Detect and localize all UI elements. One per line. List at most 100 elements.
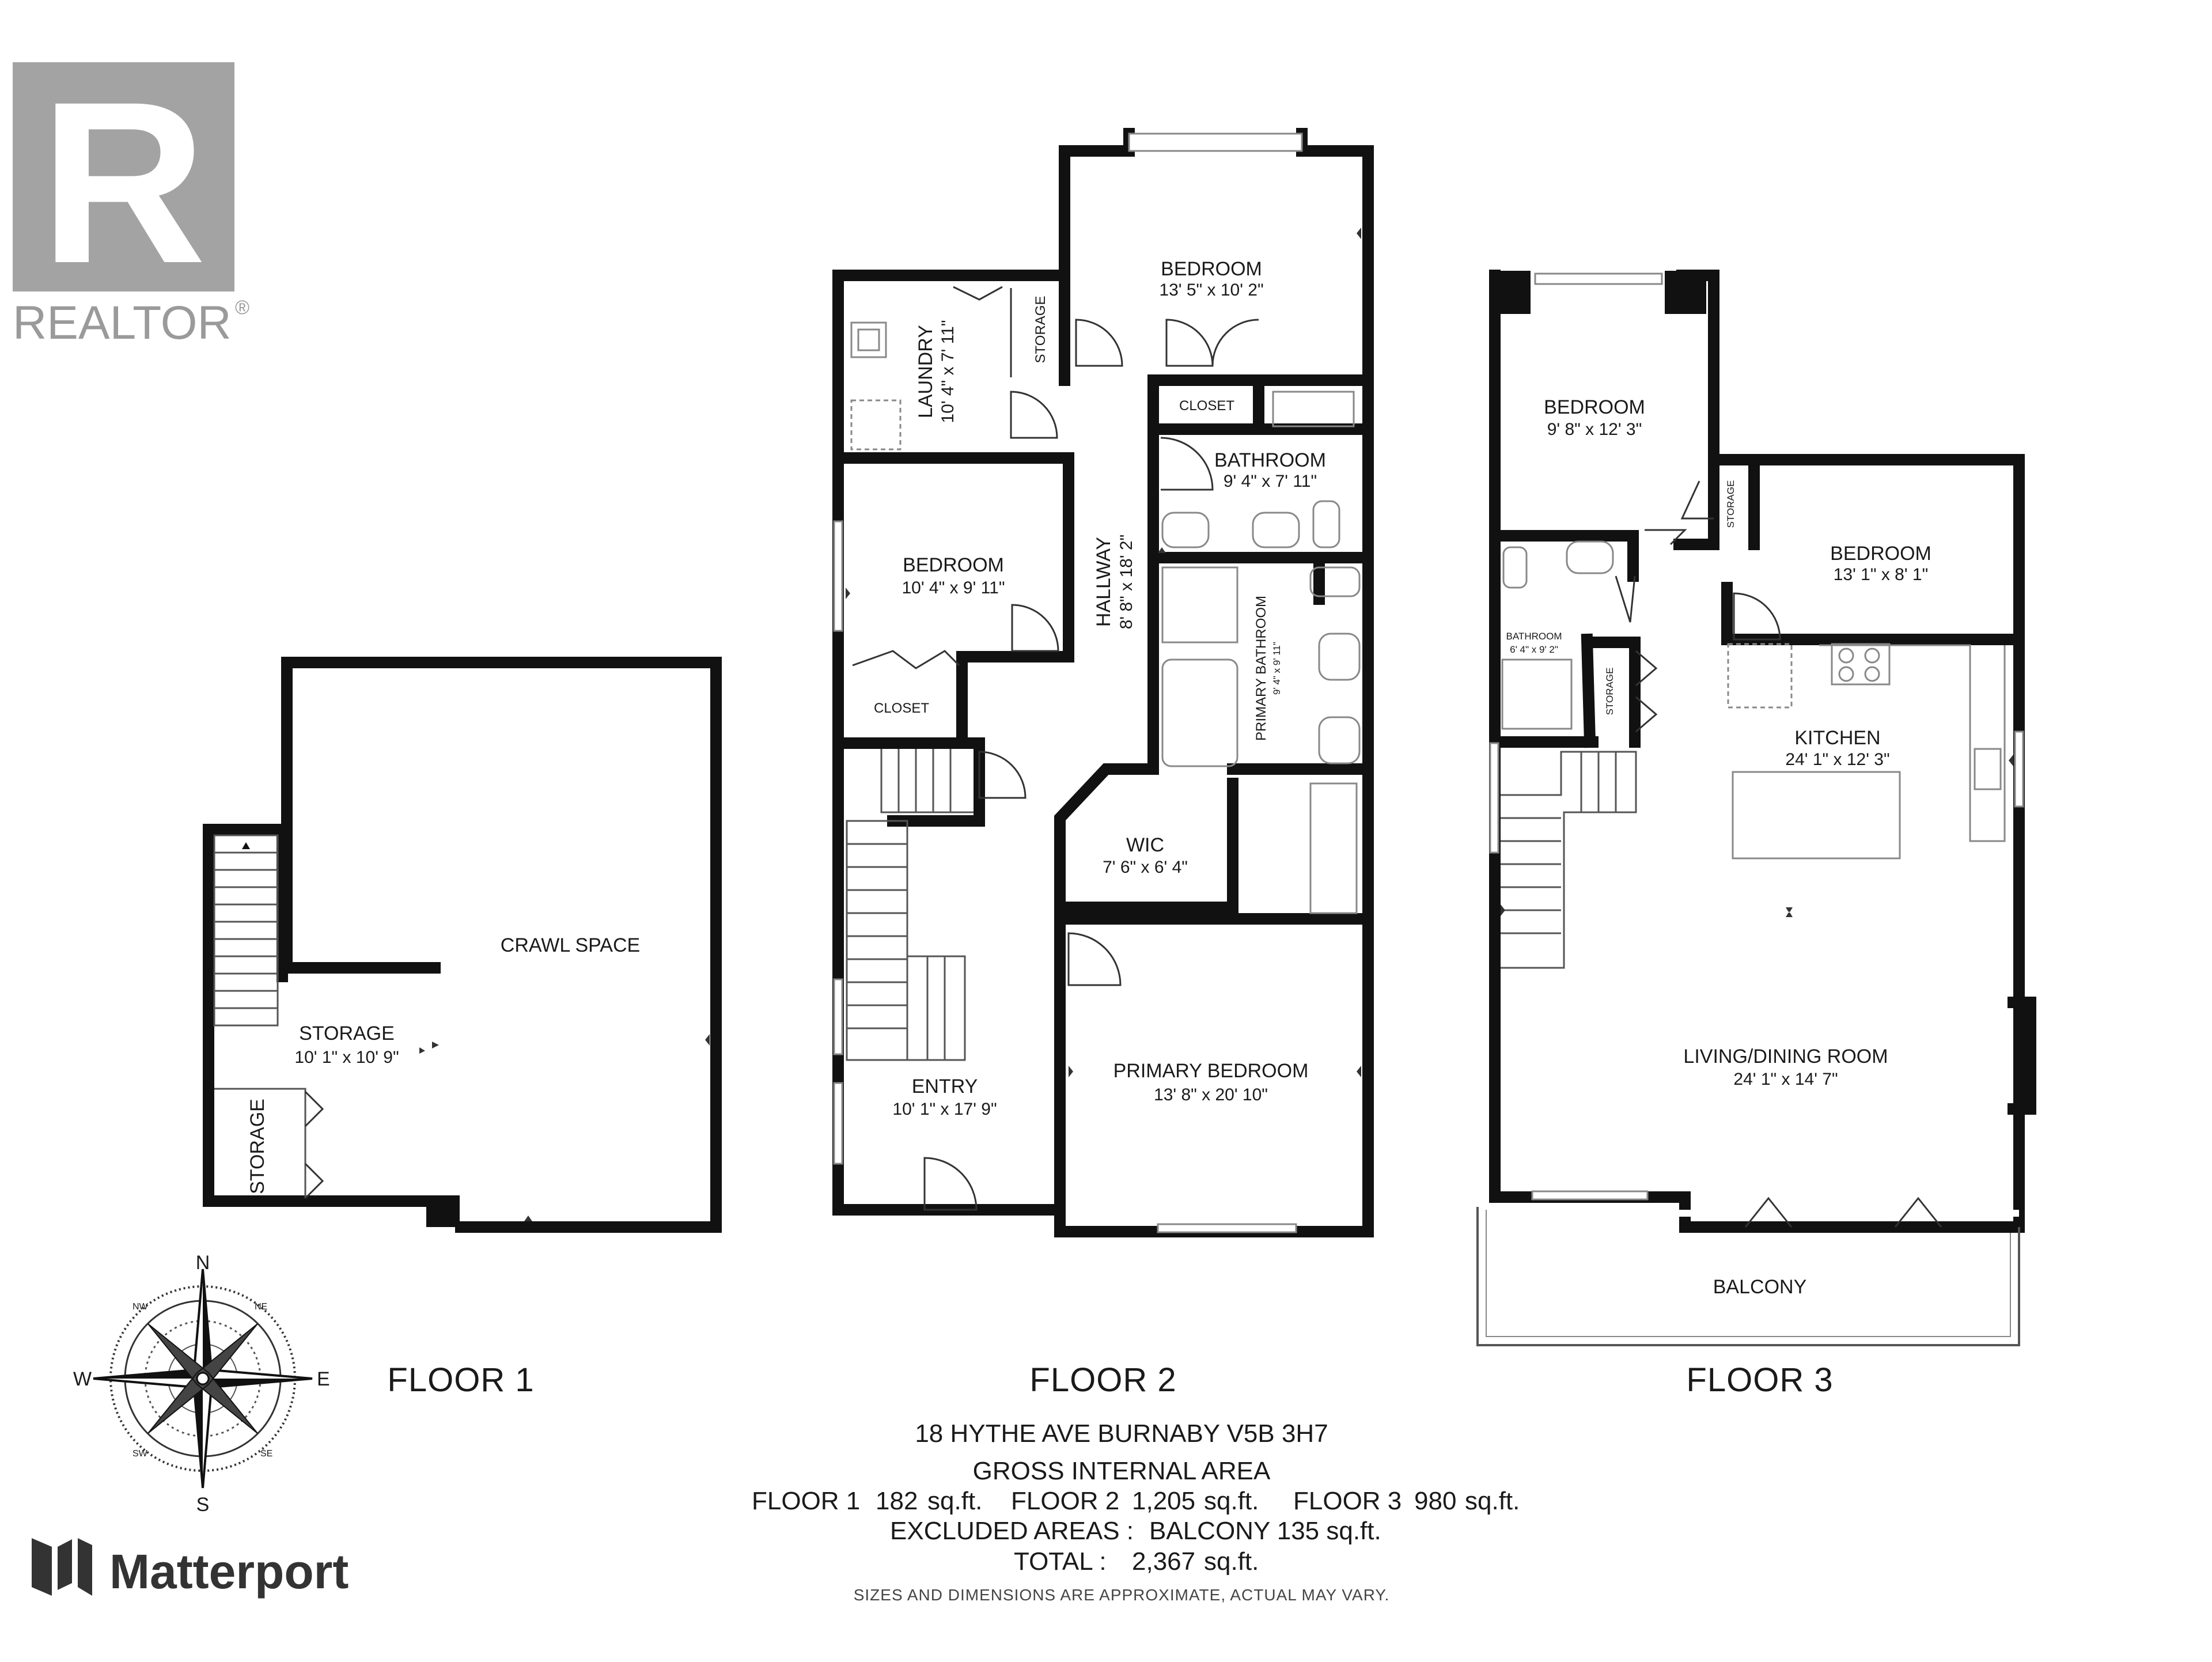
floor2-laundry-dim: 10' 4" x 7' 11" <box>938 320 957 423</box>
floor2-primary-bathroom-dim: 9' 4" x 9' 11" <box>1271 642 1282 695</box>
floor2-hallway-label: HALLWAY <box>1093 537 1115 627</box>
floor2-plan: BEDROOM 13' 5" x 10' 2" LAUNDRY 10' 4" x… <box>832 128 1374 1237</box>
floor3-markers <box>1501 755 2013 917</box>
floor3-living-label: LIVING/DINING ROOM <box>1683 1046 1888 1067</box>
floor2-laundry-label: LAUNDRY <box>915 325 937 418</box>
realtor-wordmark: REALTOR <box>13 297 232 349</box>
floor2-top-wall <box>1059 128 1135 157</box>
floor1-level-marker <box>419 1042 439 1054</box>
floor3-storage-mid-wall <box>1584 637 1641 748</box>
floor2-bathroom-dim: 9' 4" x 7' 11" <box>1224 472 1317 491</box>
floor1-window-markers <box>524 1034 710 1221</box>
floor3-bottom-window <box>1531 1190 1649 1201</box>
floor2-bedroom-top-dim: 13' 5" x 10' 2" <box>1159 281 1263 300</box>
floor3-balcony <box>1476 1207 2020 1346</box>
summary-heading: GROSS INTERNAL AREA <box>973 1457 1271 1485</box>
floor1-corner-post <box>426 1195 460 1227</box>
floor3-bathroom-wall <box>1495 530 1639 748</box>
floor3-left-window <box>1489 742 1499 854</box>
floor3-storage-wall <box>1673 454 1760 550</box>
compass-e: E <box>317 1368 330 1390</box>
floor3-bedroom-left-label: BEDROOM <box>1544 396 1645 418</box>
realtor-logo-block <box>13 62 234 291</box>
floor1-storage-small-label: STORAGE <box>247 1099 268 1194</box>
floor1-stairs <box>213 834 279 1027</box>
floor3-bathroom-label: BATHROOM <box>1506 631 1562 642</box>
realtor-logo-letter: R <box>40 54 207 311</box>
floor3-storage-mid-label: STORAGE <box>1604 668 1615 715</box>
compass-w: W <box>73 1368 92 1390</box>
floor3-bedroom-right-label: BEDROOM <box>1830 543 1931 565</box>
compass-nw: NW <box>132 1302 149 1312</box>
floor3-right-window <box>2014 730 2024 808</box>
floor2-stair-box-wall <box>841 737 985 827</box>
floor3-top-window <box>1534 272 1663 285</box>
floor3-balcony-label: BALCONY <box>1713 1276 1807 1298</box>
floor3-storage-top-label: STORAGE <box>1725 480 1736 528</box>
floor3-plan: BEDROOM 9' 8" x 12' 3" STORAGE BEDROOM 1… <box>1476 270 2036 1346</box>
floor1-plan: CRAWL SPACE STORAGE 10' 1" x 10' 9" STOR… <box>203 657 722 1233</box>
floor2-wic-label: WIC <box>1126 834 1164 856</box>
floor2-wic-wall <box>1054 763 1238 1237</box>
summary-total-line: TOTAL : 2,367 sq.ft. <box>1014 1547 1259 1576</box>
compass-ne: NE <box>255 1302 267 1312</box>
compass-n: N <box>196 1252 210 1274</box>
floor3-title: FLOOR 3 <box>1686 1361 1833 1399</box>
compass-rose-icon: N S E W NE NW SE SW <box>73 1252 330 1516</box>
floor2-entry-dim: 10' 1" x 17' 9" <box>892 1100 997 1119</box>
floor1-storage-doors <box>304 1091 324 1199</box>
floor2-primary-bathroom-label: PRIMARY BATHROOM <box>1253 596 1269 741</box>
floor2-bathroom-wall <box>1147 552 1374 605</box>
compass-sw: SW <box>132 1449 148 1459</box>
floor2-bedroom-top-label: BEDROOM <box>1161 258 1262 280</box>
floor3-doors <box>1615 480 1942 1228</box>
floor2-closet-top-label: CLOSET <box>1179 398 1234 414</box>
area-summary: 18 HYTHE AVE BURNABY V5B 3H7 GROSS INTER… <box>752 1419 1520 1604</box>
floor1-storage-label: STORAGE <box>299 1023 395 1044</box>
realtor-logo: R REALTOR ® <box>13 54 249 349</box>
floor3-kitchen-dim: 24' 1" x 12' 3" <box>1785 750 1889 769</box>
floor2-entry-window-2 <box>833 1082 843 1165</box>
floor3-fireplace <box>2008 997 2036 1115</box>
floor3-corner-left <box>1489 271 1531 314</box>
floor3-kitchen-label: KITCHEN <box>1794 727 1880 749</box>
compass-se: SE <box>260 1449 272 1459</box>
floor1-crawl-space-label: CRAWL SPACE <box>501 934 640 956</box>
floor2-bedroom-left-dim: 10' 4" x 9' 11" <box>902 578 1005 597</box>
floor2-bathroom-label: BATHROOM <box>1214 449 1326 471</box>
floor2-entry-label: ENTRY <box>912 1076 978 1097</box>
floor2-left-window <box>833 520 843 632</box>
floor2-closet-wall <box>1147 374 1374 435</box>
summary-floors-line: FLOOR 1 182 sq.ft. FLOOR 2 1,205 sq.ft. … <box>752 1487 1520 1515</box>
floor2-hallway-dim: 8' 8" x 18' 2" <box>1117 535 1136 630</box>
floor2-primary-bedroom-label: PRIMARY BEDROOM <box>1113 1060 1309 1082</box>
matterport-wordmark: Matterport <box>109 1544 349 1599</box>
realtor-registered-mark: ® <box>235 297 249 319</box>
floor3-stairs <box>1501 751 1637 969</box>
floor2-fixtures <box>850 321 1361 914</box>
floor3-corner-right <box>1665 271 1706 314</box>
summary-excluded-line: EXCLUDED AREAS : BALCONY 135 sq.ft. <box>890 1517 1381 1545</box>
floor3-bathroom-dim: 6' 4" x 9' 2" <box>1510 644 1558 655</box>
floor2-bottom-window <box>1157 1223 1297 1233</box>
floor2-closet-left-label: CLOSET <box>874 701 929 716</box>
floor2-entry-window-1 <box>833 978 843 1055</box>
floor2-storage-label: STORAGE <box>1033 296 1048 364</box>
floor2-primary-bedroom-dim: 13' 8" x 20' 10" <box>1154 1085 1268 1104</box>
summary-disclaimer: SIZES AND DIMENSIONS ARE APPROXIMATE, AC… <box>854 1586 1390 1604</box>
floor3-fixtures <box>1501 540 2006 860</box>
floor1-storage-partition <box>214 1088 306 1198</box>
compass-s: S <box>196 1494 210 1516</box>
floor3-living-dim: 24' 1" x 14' 7" <box>1733 1070 1838 1089</box>
floor3-bedroom-right-wall <box>1721 582 2019 645</box>
matterport-logo: Matterport <box>32 1538 349 1599</box>
floor2-bedroom-left-label: BEDROOM <box>903 554 1004 576</box>
floor3-bedroom-left-dim: 9' 8" x 12' 3" <box>1547 420 1642 439</box>
floor1-left-wall <box>203 824 432 1207</box>
floor1-storage-dim: 10' 1" x 10' 9" <box>294 1048 399 1067</box>
floor2-title: FLOOR 2 <box>1029 1361 1176 1399</box>
floor1-stair-wall <box>203 824 288 982</box>
summary-address: 18 HYTHE AVE BURNABY V5B 3H7 <box>915 1419 1328 1448</box>
